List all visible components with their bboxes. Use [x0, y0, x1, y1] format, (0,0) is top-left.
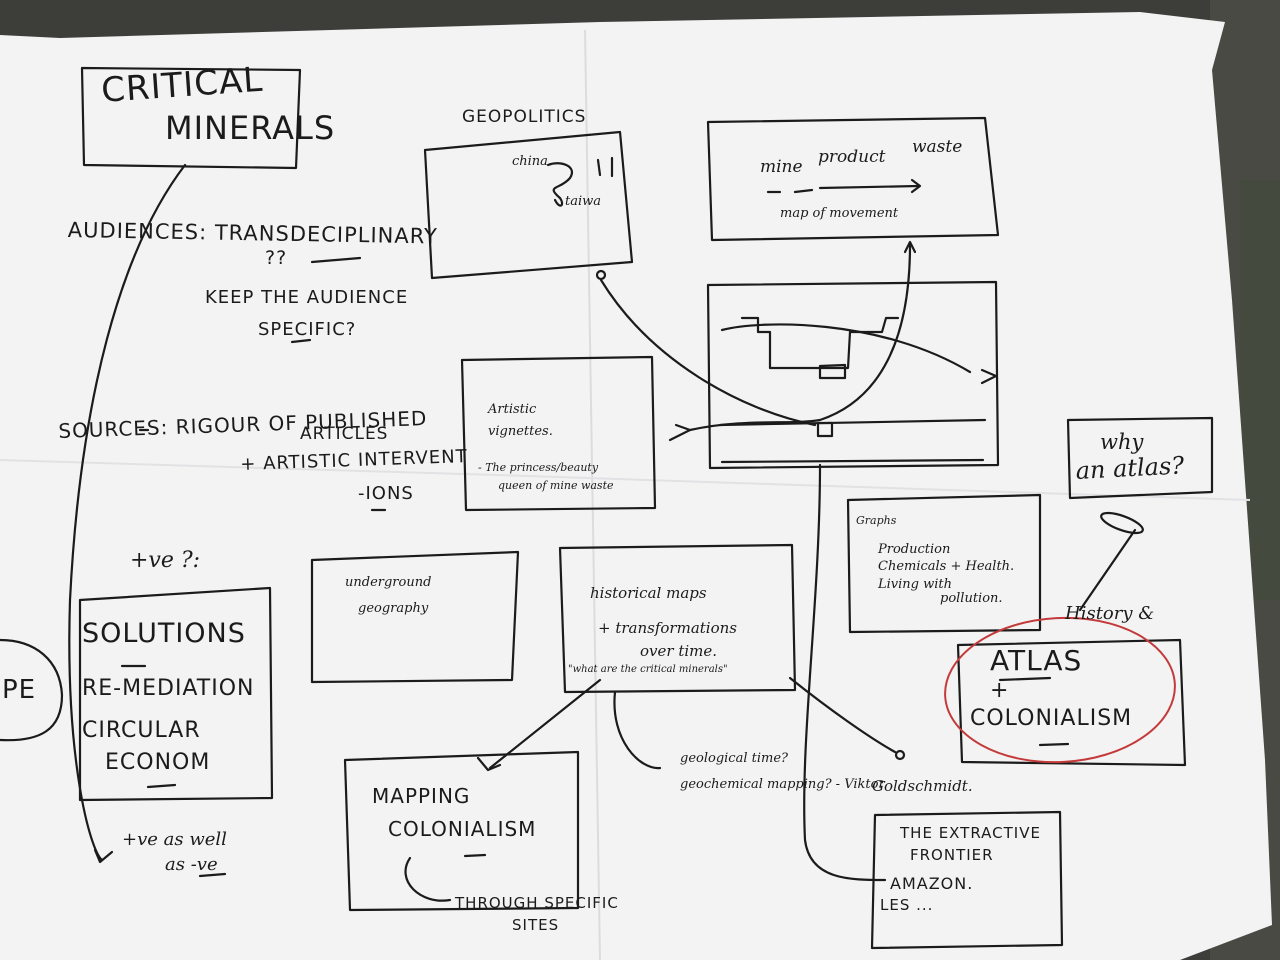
china-label: china [512, 154, 548, 169]
mapping-box [343, 750, 580, 912]
red-circle [944, 616, 1176, 764]
solutions-label-3: CIRCULAR [82, 718, 201, 743]
historical-label-3: over time. [640, 642, 718, 660]
waste-label: waste [912, 137, 963, 157]
artistic-label-4: queen of mine waste [498, 479, 614, 492]
plus-label-2: as -ve [165, 854, 218, 875]
mine-product-waste-box [706, 116, 1000, 242]
extractive-label-4: LES ... [880, 896, 934, 914]
underground-label-2: geography [358, 601, 429, 616]
graphs-label-4: Living with [878, 577, 953, 592]
historical-label-4: "what are the critical minerals" [568, 664, 728, 675]
taiwan-label: taiwa [565, 194, 602, 209]
solutions-label-2: RE-MEDIATION [82, 676, 255, 701]
geopolitics-label: GEOPOLITICS [462, 107, 587, 127]
critical-label-2: MINERALS [165, 109, 336, 147]
solutions-label-1: SOLUTIONS [82, 618, 246, 649]
atlas-box [956, 638, 1187, 767]
historical-label-2: + transformations [598, 619, 737, 637]
solutions-box [78, 586, 274, 802]
positive-question-label: +ve ?: [130, 548, 201, 573]
artistic-label-2: vignettes. [488, 424, 553, 439]
critical-minerals-box [80, 66, 302, 170]
pe-label: PE [2, 675, 37, 705]
why-label-2: an atlas? [1074, 451, 1185, 485]
keep-label-2: SPECIFIC? [258, 319, 357, 340]
artistic-box [460, 355, 657, 512]
keep-label-1: KEEP THE AUDIENCE [205, 287, 409, 308]
through-label-2: SITES [512, 916, 560, 934]
artistic-label-3: - The princess/beauty [478, 461, 599, 474]
graphs-label-1: Graphs [856, 514, 897, 527]
movement-label: map of movement [780, 206, 899, 221]
atlas-label-2: + [990, 678, 1010, 703]
through-label-1: THROUGH SPECIFIC [455, 894, 619, 912]
geopolitics-box [423, 130, 634, 280]
why-label-1: why [1100, 430, 1144, 454]
geological-label-2: geochemical mapping? - Viktor [680, 777, 885, 792]
graphs-label-3: Chemicals + Health. [878, 559, 1015, 574]
product-label: product [818, 147, 886, 167]
sources-label-2: ARTICLES [300, 424, 389, 444]
mine-label: mine [760, 157, 803, 177]
sources-label-4: -IONS [358, 483, 414, 504]
plus-label-1: +ve as well [122, 829, 227, 850]
history-label: History & [1065, 603, 1155, 624]
why-atlas-box [1066, 416, 1214, 500]
underground-box [310, 550, 520, 684]
extractive-box [870, 810, 1064, 950]
artistic-label-1: Artistic [488, 402, 537, 417]
historical-label-1: historical maps [590, 584, 707, 602]
extractive-label-2: FRONTIER [910, 846, 994, 864]
historical-box [558, 543, 797, 694]
qq-label: ?? [265, 247, 288, 269]
mapping-label-2: COLONIALISM [388, 817, 537, 841]
graphs-label-5: pollution. [940, 591, 1003, 606]
geological-label-3: Goldschmidt. [872, 777, 973, 795]
atlas-label-1: ATLAS [990, 644, 1083, 677]
geological-label-1: geological time? [680, 751, 788, 766]
diagram-box [706, 280, 1000, 470]
solutions-label-4: ECONOM [105, 750, 211, 775]
extractive-label-1: THE EXTRACTIVE [900, 824, 1041, 842]
underground-label-1: underground [345, 575, 432, 590]
mapping-label-1: MAPPING [372, 784, 471, 808]
graphs-box [846, 493, 1042, 634]
graphs-label-2: Production [878, 542, 951, 557]
extractive-label-3: AMAZON. [890, 874, 974, 893]
atlas-label-3: COLONIALISM [970, 706, 1133, 731]
